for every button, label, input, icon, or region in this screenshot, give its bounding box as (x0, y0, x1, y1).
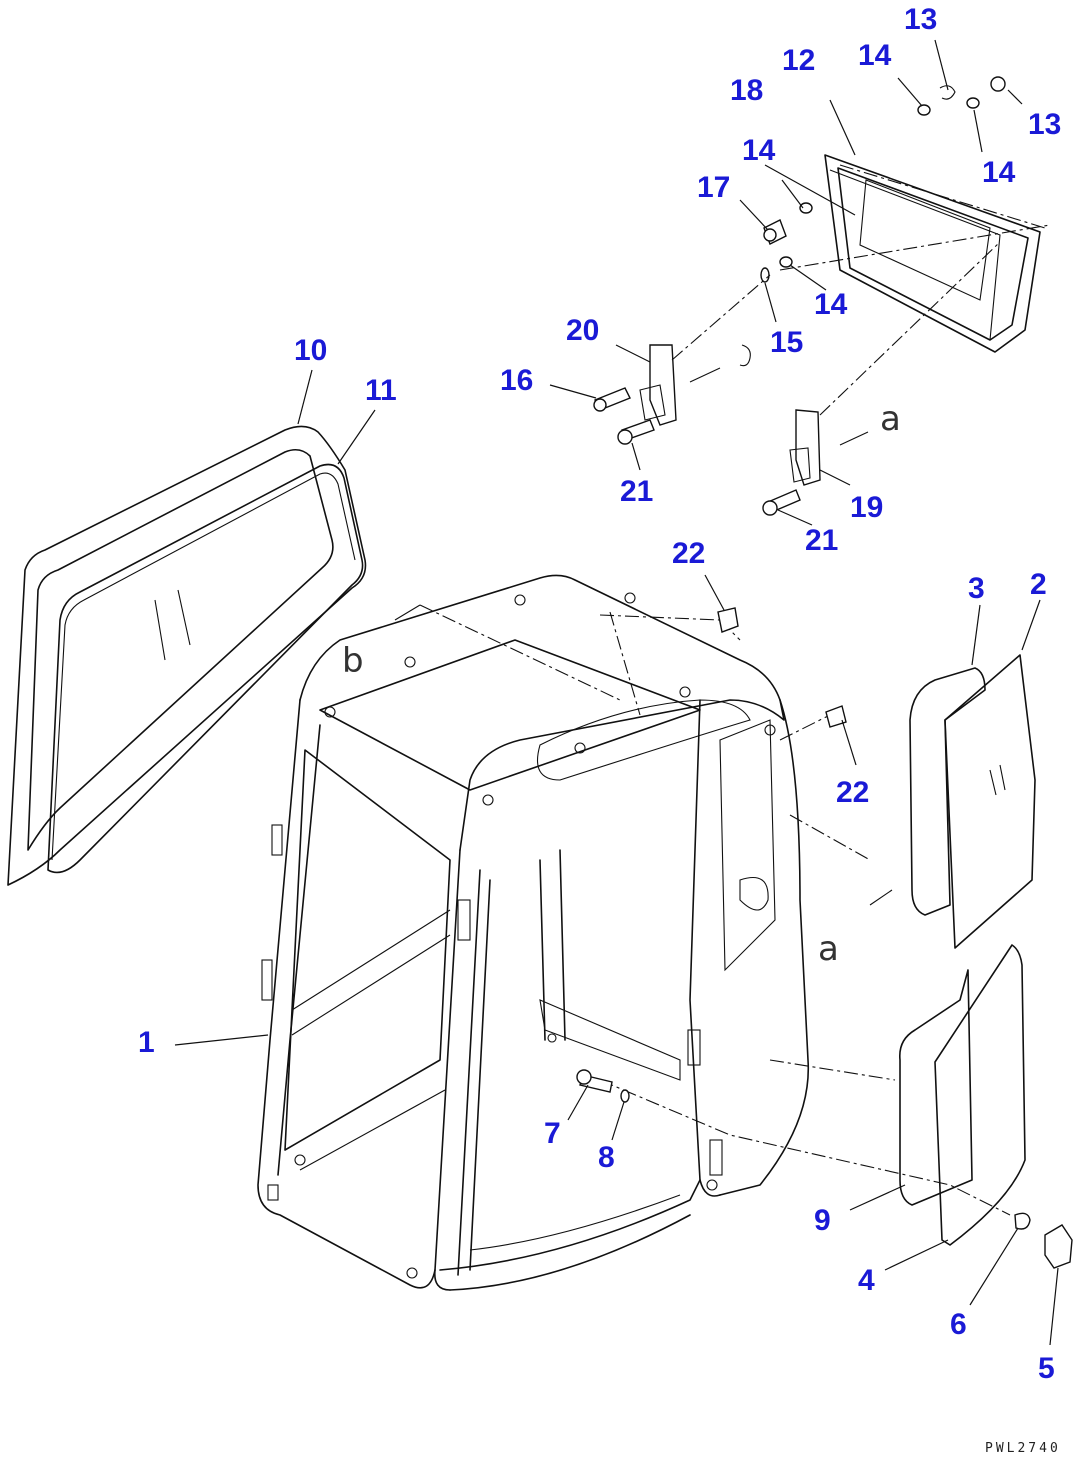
ref-letter-b: b (342, 641, 364, 681)
callout-15: 15 (770, 326, 803, 359)
callout-20: 20 (566, 314, 599, 347)
pin-15 (739, 267, 770, 367)
callout-14c: 14 (742, 134, 776, 167)
clips-22 (717, 607, 847, 728)
window-glass-10 (7, 425, 367, 886)
callout-10: 10 (294, 334, 327, 367)
callout-18: 18 (730, 74, 763, 107)
callout-16: 16 (500, 364, 533, 397)
cap-5 (1044, 1224, 1073, 1269)
callout-19: 19 (850, 491, 883, 524)
roof-window-12 (824, 154, 1041, 353)
callout-6: 6 (950, 1308, 967, 1341)
bolt-21 (617, 419, 801, 516)
callout-22a: 22 (672, 537, 705, 570)
hinge-19 (789, 409, 821, 486)
callout-5: 5 (1038, 1352, 1055, 1385)
callout-14a: 14 (858, 39, 892, 72)
callout-3: 3 (968, 572, 985, 605)
callout-22b: 22 (836, 776, 869, 809)
nuts-13 (939, 76, 1006, 100)
callout-21a: 21 (620, 475, 653, 508)
washer-8 (620, 1089, 630, 1103)
bolt-16 (593, 387, 631, 412)
callout-12: 12 (782, 44, 815, 77)
bolt-17 (763, 219, 787, 245)
nut-6 (1014, 1212, 1031, 1230)
callout-11: 11 (365, 374, 397, 407)
callout-17: 17 (697, 171, 730, 204)
callout-4: 4 (858, 1264, 875, 1297)
side-glass-2 (944, 654, 1036, 949)
washers-14 (779, 97, 980, 268)
side-glass-3 (909, 667, 986, 916)
seal-18 (829, 169, 1001, 341)
callout-13b: 13 (1028, 108, 1061, 141)
drawing-code: PWL2740 (985, 1441, 1061, 1456)
callout-21b: 21 (805, 524, 838, 557)
ref-letter-a-side: a (818, 929, 839, 969)
callout-2: 2 (1030, 568, 1047, 601)
callout-9: 9 (814, 1204, 831, 1237)
callout-14d: 14 (814, 288, 848, 321)
bolt-7 (576, 1069, 613, 1093)
callout-8: 8 (598, 1141, 615, 1174)
ref-letter-a-top: a (880, 399, 901, 439)
hinge-20 (639, 344, 677, 426)
leader-lines (174, 39, 1059, 1346)
callout-1: 1 (138, 1026, 155, 1059)
callout-13a: 13 (904, 3, 937, 36)
callout-14b: 14 (982, 156, 1016, 189)
cab-frame-1 (257, 574, 810, 1291)
panel-9 (898, 969, 973, 1206)
callout-7: 7 (544, 1117, 561, 1150)
window-seal-11 (47, 463, 364, 874)
panel-4 (934, 944, 1026, 1246)
